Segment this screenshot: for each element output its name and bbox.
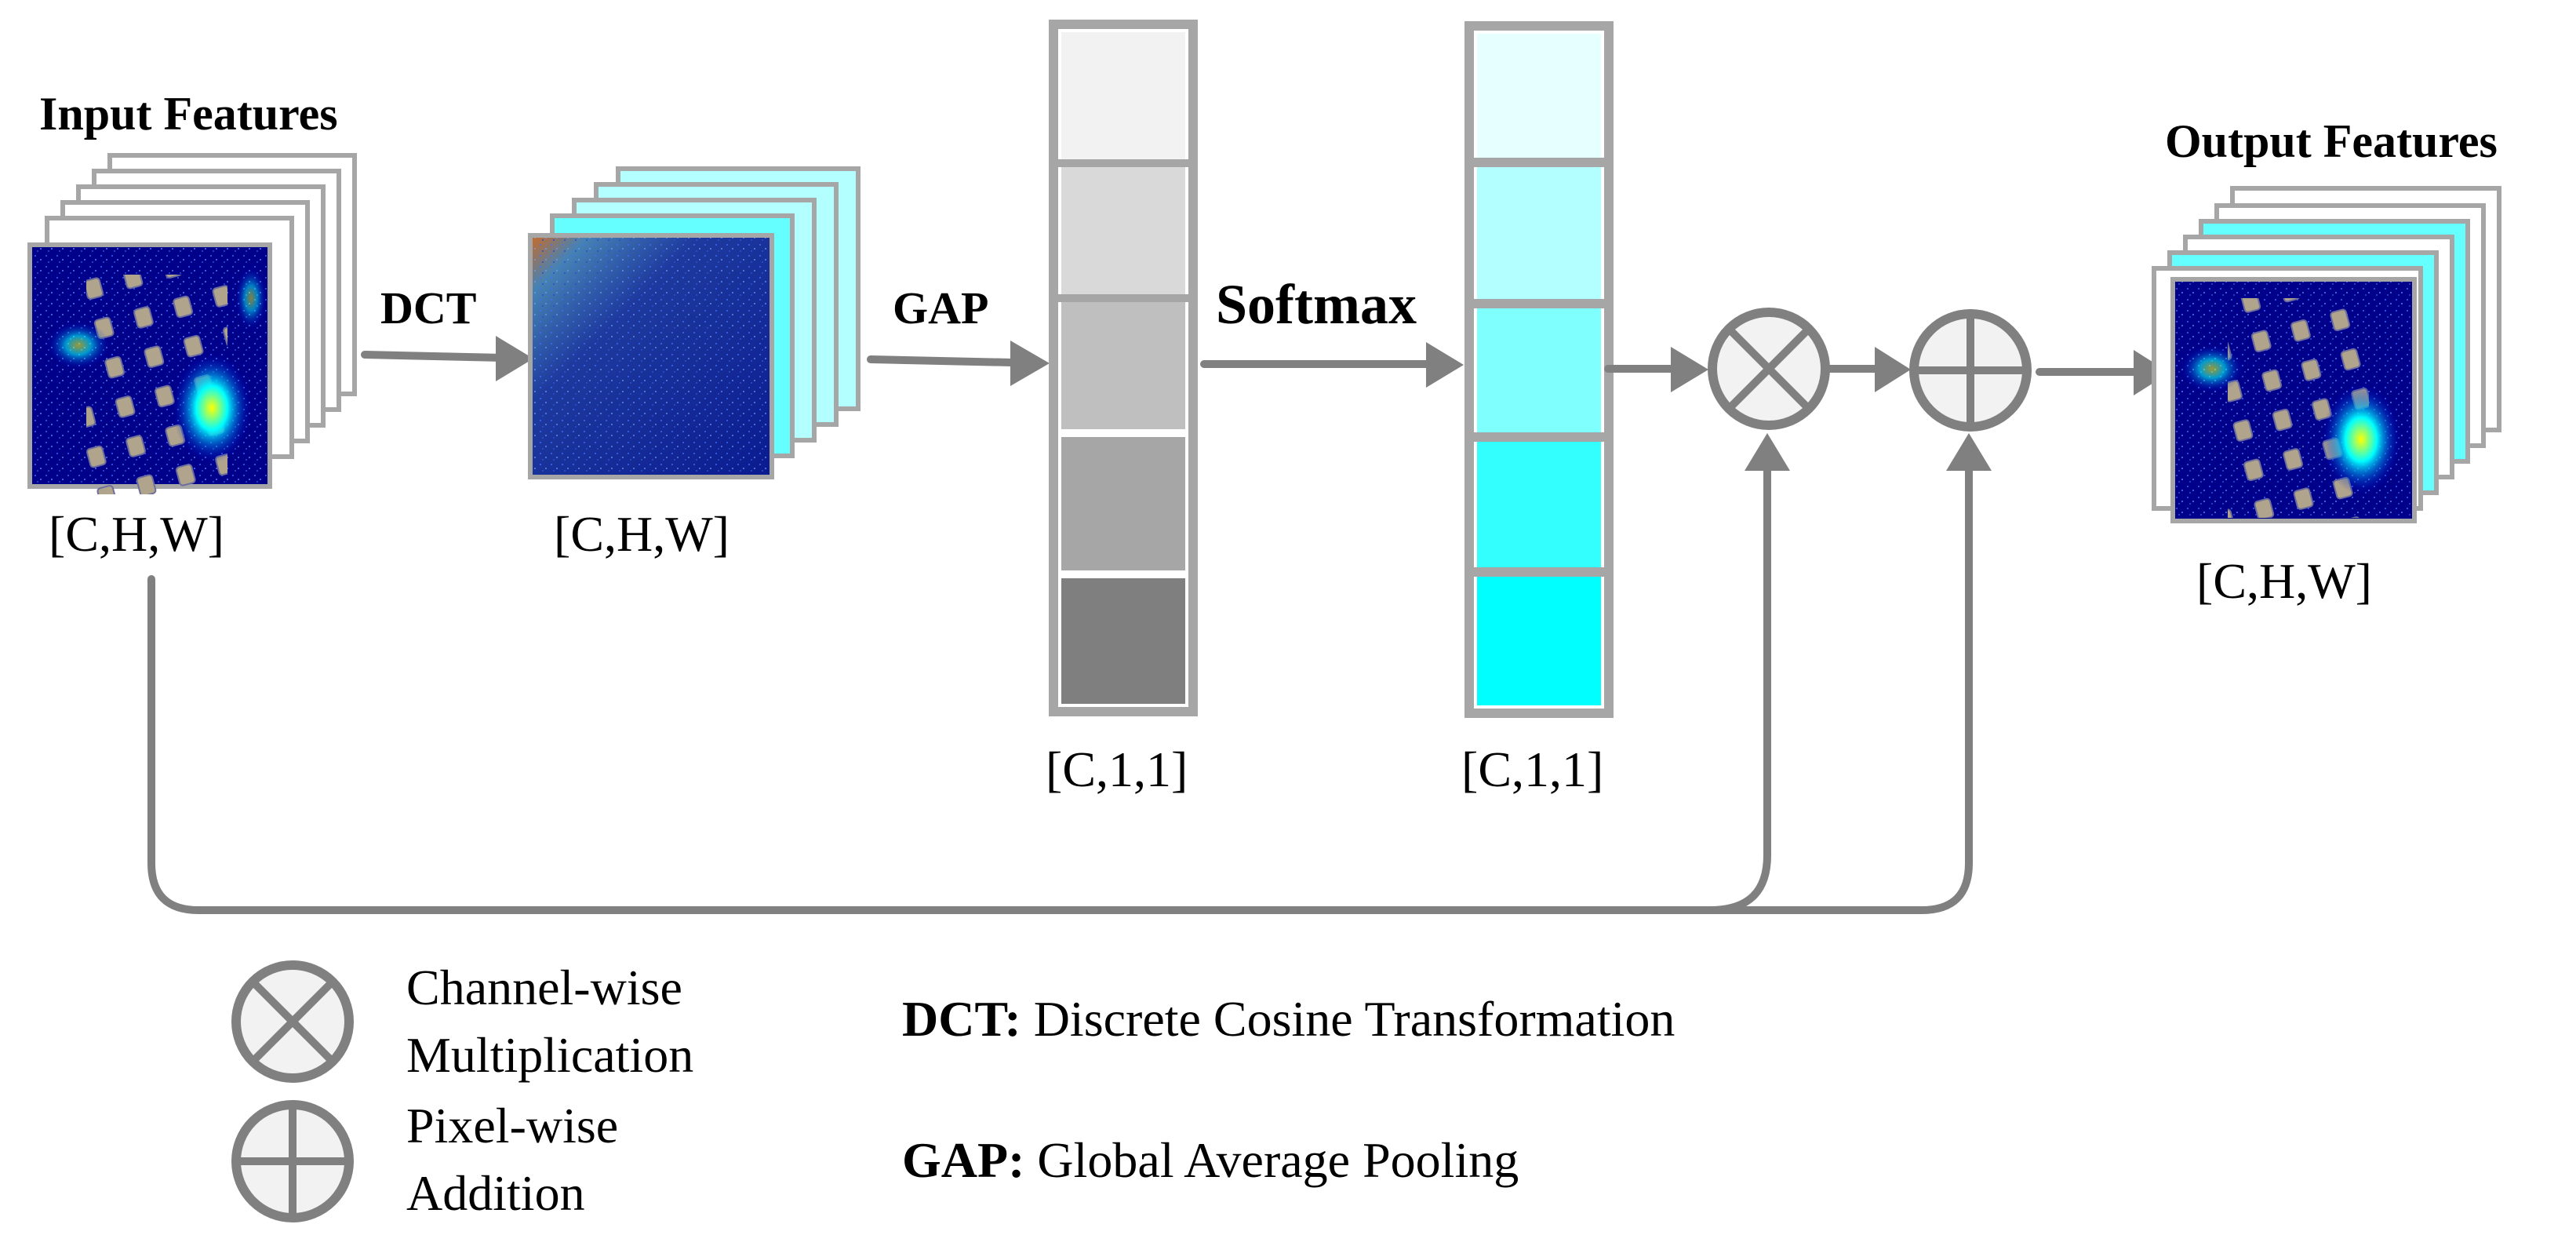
output-shape-label: [C,H,W]	[2196, 553, 2372, 609]
multiply-operator	[1708, 308, 1830, 430]
legend-add-text-1: Pixel-wise	[406, 1098, 618, 1153]
dct-shape-label: [C,H,W]	[554, 506, 730, 562]
dct-feature-stack	[528, 166, 860, 479]
add-operator	[1909, 309, 2032, 432]
output-feature-stack	[2152, 186, 2501, 523]
gap-shape-label: [C,1,1]	[1046, 741, 1188, 797]
softmax-cell-1	[1477, 34, 1601, 158]
legend-add-text-2: Addition	[406, 1165, 585, 1221]
skip-connection	[147, 433, 1992, 914]
gap-cell-2	[1061, 167, 1185, 294]
legend-multiply-icon	[231, 960, 354, 1083]
legend-add-icon	[231, 1100, 354, 1222]
gap-label: GAP	[893, 282, 988, 333]
legend-gap-key: GAP:	[902, 1132, 1024, 1188]
dct-label: DCT	[380, 282, 476, 333]
legend-multiply-text-1: Channel-wise	[406, 960, 682, 1015]
legend-dct-key: DCT:	[902, 991, 1021, 1047]
input-shape-label: [C,H,W]	[49, 506, 224, 562]
softmax-shape-label: [C,1,1]	[1461, 741, 1603, 797]
gap-cell-5	[1061, 578, 1185, 704]
dct-arrow	[361, 351, 506, 362]
softmax-cell-2	[1477, 167, 1601, 299]
legend-multiply-text-2: Multiplication	[406, 1027, 693, 1083]
gap-cell-4	[1061, 437, 1185, 570]
output-features-title: Output Features	[2165, 115, 2498, 167]
softmax-vector	[1464, 21, 1614, 718]
legend-gap-definition: GAP: Global Average Pooling	[902, 1132, 1519, 1188]
legend-gap-value: Global Average Pooling	[1024, 1132, 1519, 1188]
gap-cell-3	[1061, 302, 1185, 429]
softmax-cell-4	[1477, 442, 1601, 567]
softmax-cell-3	[1477, 308, 1601, 432]
gap-vector	[1049, 20, 1198, 716]
input-feature-stack	[27, 153, 357, 494]
gap-arrow	[867, 355, 1016, 366]
legend-dct-value: Discrete Cosine Transformation	[1021, 991, 1675, 1047]
legend-dct-definition: DCT: Discrete Cosine Transformation	[902, 991, 1675, 1047]
softmax-cell-5	[1477, 577, 1601, 705]
legend: Channel-wise Multiplication Pixel-wise A…	[231, 960, 1675, 1222]
gap-cell-1	[1061, 32, 1185, 159]
input-features-title: Input Features	[39, 88, 338, 140]
softmax-label: Softmax	[1216, 273, 1417, 336]
